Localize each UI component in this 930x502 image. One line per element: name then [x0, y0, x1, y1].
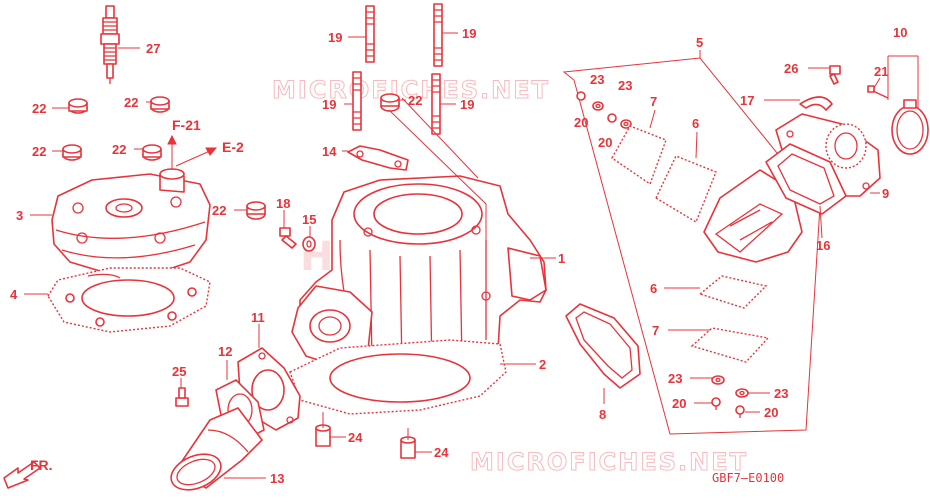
- callout-6[interactable]: 6: [692, 116, 699, 131]
- head-nut-2[interactable]: [150, 96, 170, 113]
- callout-19[interactable]: 19: [460, 97, 474, 112]
- watermark-bottom: MICROFICHES.NET: [470, 448, 748, 476]
- callout-4[interactable]: 4: [10, 287, 18, 302]
- callout-22[interactable]: 22: [32, 144, 46, 159]
- callout-18[interactable]: 18: [276, 196, 290, 211]
- ref-f21-arrowhead: [167, 134, 177, 145]
- callout-12[interactable]: 12: [218, 344, 232, 359]
- callout-14[interactable]: 14: [322, 144, 337, 159]
- head-nut-3[interactable]: [62, 144, 82, 161]
- stud-19a[interactable]: [365, 5, 375, 63]
- cylinder-gasket[interactable]: [289, 339, 507, 415]
- reed-stopper-upper[interactable]: [611, 125, 667, 186]
- watermark-top: MICROFICHES.NET: [272, 76, 550, 104]
- stud-19b[interactable]: [433, 3, 443, 67]
- front-arrow: FR.: [3, 457, 53, 489]
- callout-16[interactable]: 16: [816, 238, 830, 253]
- cylinder-head[interactable]: [51, 168, 211, 275]
- callout-1[interactable]: 1: [558, 251, 565, 266]
- exhaust-joint-pipe[interactable]: [166, 407, 263, 497]
- washer-15[interactable]: [302, 236, 316, 252]
- callout-23[interactable]: 23: [668, 371, 682, 386]
- callout-13[interactable]: 13: [270, 471, 284, 486]
- callout-15[interactable]: 15: [302, 212, 316, 227]
- callout-22[interactable]: 22: [32, 101, 46, 116]
- cylinder[interactable]: [291, 175, 547, 387]
- callout-21[interactable]: 21: [874, 64, 888, 79]
- callout-23[interactable]: 23: [774, 386, 788, 401]
- screw-20d[interactable]: [735, 405, 745, 418]
- callout-20[interactable]: 20: [574, 115, 588, 130]
- callout-24[interactable]: 24: [434, 445, 449, 460]
- stud-19d[interactable]: [431, 73, 441, 135]
- screw-20a[interactable]: [576, 91, 586, 101]
- bracket[interactable]: [347, 145, 409, 171]
- ref-e2-arrow: [175, 149, 213, 167]
- callout-22[interactable]: 22: [124, 95, 138, 110]
- ref-e2: E-2: [222, 139, 244, 155]
- stud-19c[interactable]: [352, 71, 362, 131]
- callout-22[interactable]: 22: [112, 142, 126, 157]
- reed-valve-body[interactable]: [703, 169, 803, 263]
- ref-e2-arrowhead: [205, 147, 218, 156]
- reed-petal-upper[interactable]: [655, 155, 717, 224]
- callout-19[interactable]: 19: [462, 26, 476, 41]
- screw-20c[interactable]: [711, 397, 721, 410]
- washer-23a[interactable]: [592, 101, 604, 111]
- intake-gasket[interactable]: [765, 143, 847, 215]
- front-arrow-label: FR.: [30, 457, 53, 473]
- washer-23c[interactable]: [711, 375, 725, 385]
- bolt-18[interactable]: [279, 227, 297, 249]
- callout-20[interactable]: 20: [598, 135, 612, 150]
- callout-25[interactable]: 25: [172, 364, 186, 379]
- head-nut-4[interactable]: [142, 144, 162, 161]
- callout-17[interactable]: 17: [740, 93, 754, 108]
- reed-stopper-lower[interactable]: [698, 275, 768, 309]
- callout-23[interactable]: 23: [590, 72, 604, 87]
- spark-plug[interactable]: [100, 5, 120, 84]
- callout-8[interactable]: 8: [599, 407, 606, 422]
- bolt-25[interactable]: [175, 387, 189, 407]
- callout-19[interactable]: 19: [322, 97, 336, 112]
- bolt-26[interactable]: [829, 65, 841, 85]
- screw-21[interactable]: [867, 85, 889, 99]
- dowel-24a[interactable]: [315, 424, 331, 447]
- callout-19[interactable]: 19: [328, 30, 342, 45]
- reed-petal-lower[interactable]: [690, 327, 770, 363]
- diagram-code: GBF7–E0100: [712, 471, 784, 485]
- callout-6[interactable]: 6: [650, 281, 657, 296]
- dowel-24b[interactable]: [400, 436, 416, 459]
- exhaust-nut[interactable]: [246, 201, 266, 220]
- cylinder-nut-top[interactable]: [380, 93, 400, 112]
- callout-labels: 27 22 22 22 22 3 4 19 19 19 19 22 14 22 …: [10, 25, 907, 486]
- callout-11[interactable]: 11: [251, 310, 265, 325]
- ref-f21: F-21: [172, 117, 201, 133]
- callout-7[interactable]: 7: [650, 94, 657, 109]
- washer-23b[interactable]: [620, 119, 632, 129]
- head-gasket[interactable]: [47, 267, 211, 333]
- callout-23[interactable]: 23: [618, 78, 632, 93]
- hose-clip-17[interactable]: [799, 96, 833, 111]
- callout-2[interactable]: 2: [539, 357, 546, 372]
- callout-9[interactable]: 9: [882, 186, 889, 201]
- callout-5[interactable]: 5: [696, 35, 703, 50]
- head-nut-1[interactable]: [68, 98, 88, 114]
- reed-gasket[interactable]: [565, 303, 641, 389]
- callout-20[interactable]: 20: [764, 405, 778, 420]
- callout-20[interactable]: 20: [672, 396, 686, 411]
- intake-band[interactable]: [891, 99, 929, 155]
- callout-24[interactable]: 24: [348, 430, 363, 445]
- callout-26[interactable]: 26: [784, 61, 798, 76]
- callout-27[interactable]: 27: [146, 41, 160, 56]
- washer-23d[interactable]: [735, 388, 749, 398]
- callout-22[interactable]: 22: [212, 203, 226, 218]
- callout-22[interactable]: 22: [408, 93, 422, 108]
- callout-7[interactable]: 7: [652, 323, 659, 338]
- screw-20b[interactable]: [607, 113, 617, 123]
- callout-3[interactable]: 3: [16, 208, 23, 223]
- leader-lines: [24, 32, 919, 479]
- callout-10[interactable]: 10: [893, 25, 907, 40]
